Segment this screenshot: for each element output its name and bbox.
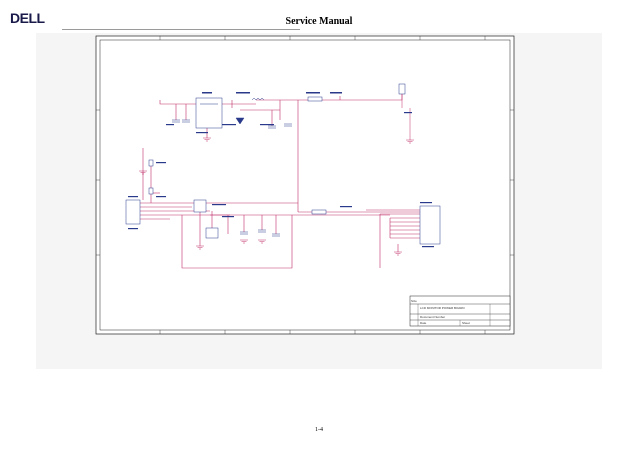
regulator-ic: [195, 97, 223, 129]
fuse: [398, 83, 406, 95]
title-block-date: Date: [420, 321, 427, 325]
page-title: Service Manual: [285, 16, 353, 27]
dell-logo: DELL: [10, 10, 62, 31]
transistor-q2: [205, 227, 219, 239]
title-block-doc-number: Document Number: [420, 315, 445, 319]
wires: [140, 92, 420, 269]
resistor-r3: [311, 209, 327, 215]
transistor-q1: [193, 199, 207, 213]
capacitors: [172, 119, 292, 237]
designator-marks: [128, 92, 434, 248]
components: [125, 83, 441, 245]
inductor: [251, 98, 265, 101]
diode: [235, 117, 245, 125]
resistor-r4: [307, 96, 323, 102]
frame-ticks: [96, 36, 514, 334]
inner-frame: [99, 39, 511, 331]
title-block-drawing-title: LCD MONITOR POWER BOARD: [420, 306, 465, 310]
resistor-r2: [148, 187, 154, 195]
title-block: LCD MONITOR POWER BOARD Size Document Nu…: [409, 295, 511, 327]
dell-logo-text: DELL: [10, 10, 46, 26]
title-block-size: Size: [411, 299, 417, 303]
right-connector: [419, 205, 441, 245]
left-connector: [125, 199, 141, 225]
resistor-r1: [148, 159, 154, 167]
title-block-sheet: Sheet: [462, 321, 470, 325]
header-rule: [62, 29, 300, 30]
dell-logo-mark: DELL: [10, 10, 46, 26]
outer-frame: [95, 35, 515, 335]
page-number: 1-4: [315, 427, 323, 433]
